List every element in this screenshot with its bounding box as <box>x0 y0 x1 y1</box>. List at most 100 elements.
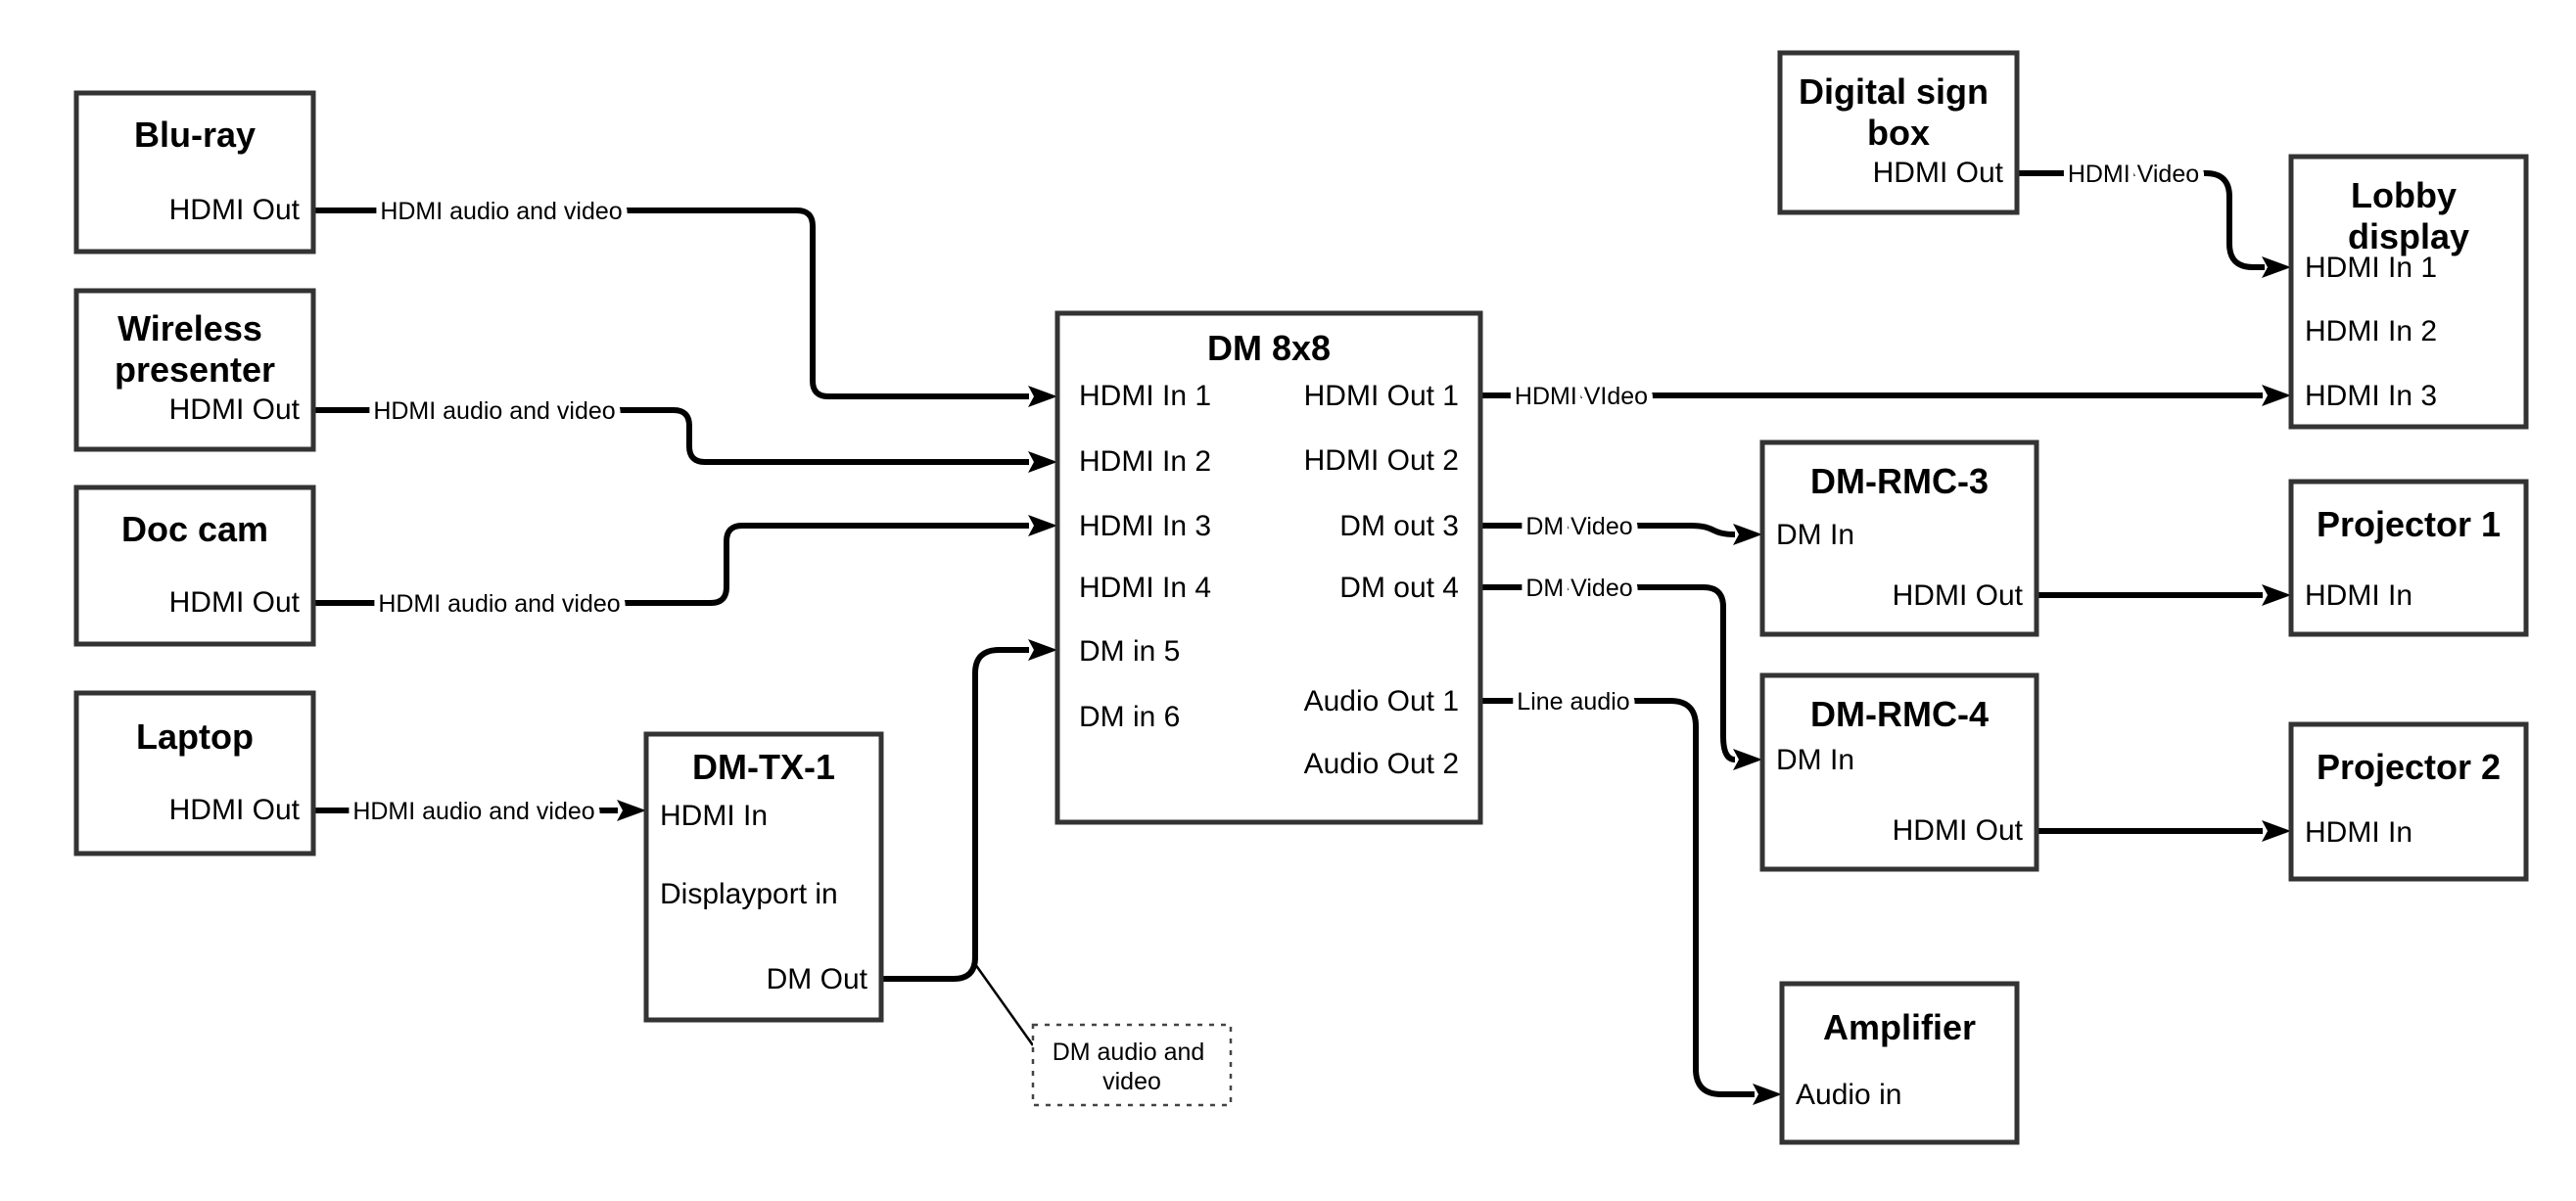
arrowhead <box>1753 1084 1782 1105</box>
port-dm8x8-dm-in-6: DM in 6 <box>1079 701 1180 733</box>
edge-doccam-to-dm8x8-in3 <box>313 523 1029 606</box>
port-lobby-hdmi-in-2: HDMI In 2 <box>2305 315 2437 347</box>
edge-label-dm-video-2: DM Video <box>1525 575 1632 602</box>
node-wireless-title-line2: presenter <box>115 349 275 390</box>
node-dm-tx-1: DM-TX-1 HDMI In Displayport in DM Out <box>643 731 884 1023</box>
node-wireless-title-line1: Wireless <box>117 308 262 348</box>
node-digital-sign-box-box <box>1777 50 2020 215</box>
callout-box <box>1031 1023 1233 1107</box>
port-dm8x8-audio-out-1: Audio Out 1 <box>1304 685 1459 717</box>
arrowhead <box>1733 749 1762 770</box>
node-laptop: Laptop HDMI Out <box>73 690 316 856</box>
edge-dmtx1-to-dm8x8-in5 <box>881 647 1029 982</box>
arrowhead <box>1028 386 1057 407</box>
edge-bluray-to-dm8x8-in1 <box>313 208 1029 399</box>
arrowhead <box>1028 451 1057 473</box>
port-bluray-hdmi-out: HDMI Out <box>169 194 301 226</box>
node-dm-tx-1-title: DM-TX-1 <box>692 747 835 787</box>
edge-label-hdmi-audio-video-3: HDMI audio and video <box>378 590 620 618</box>
port-amplifier-audio-in: Audio in <box>1796 1079 1901 1111</box>
port-dm8x8-dm-out-3: DM out 3 <box>1339 510 1459 542</box>
port-dmrmc3-dm-in: DM In <box>1776 519 1854 551</box>
node-digital-sign-box: Digital sign box HDMI Out <box>1777 50 2020 215</box>
node-dm-rmc-4: DM-RMC-4 DM In HDMI Out <box>1759 672 2039 872</box>
edge-label-hdmi-audio-video-4: HDMI audio and video <box>352 798 594 825</box>
node-dm-rmc-4-box <box>1759 672 2039 872</box>
node-doc-cam-title-line: Doc cam <box>121 509 268 549</box>
node-blu-ray-title-line: Blu-ray <box>134 115 256 155</box>
node-dm-8x8-title-line: DM 8x8 <box>1207 328 1331 368</box>
node-doc-cam-title: Doc cam <box>121 509 268 549</box>
arrowhead <box>2262 820 2291 842</box>
node-projector-1: Projector 1 HDMI In <box>2288 479 2529 637</box>
callout-dm-audio-video: DM audio and video <box>973 963 1233 1107</box>
port-dmtx1-hdmi-in: HDMI In <box>660 800 768 832</box>
node-digital-sign-title-line1: Digital sign <box>1799 71 1989 112</box>
port-dmtx1-displayport-in: Displayport in <box>660 878 838 910</box>
node-dm-8x8-title: DM 8x8 <box>1207 328 1331 368</box>
node-blu-ray-box <box>73 90 316 254</box>
node-projector-2-title-line: Projector 2 <box>2317 747 2501 787</box>
node-digital-sign-title-line2: box <box>1867 113 1930 153</box>
edges <box>313 170 2291 1105</box>
node-digital-sign-box-title: Digital sign box <box>1799 71 1998 153</box>
port-digitalsign-hdmi-out: HDMI Out <box>1873 157 2004 189</box>
port-dm8x8-dm-in-5: DM in 5 <box>1079 635 1180 668</box>
port-dm8x8-hdmi-in-4: HDMI In 4 <box>1079 572 1211 604</box>
port-dmrmc4-dm-in: DM In <box>1776 744 1854 776</box>
arrowhead <box>1028 639 1057 661</box>
port-lobby-hdmi-in-3: HDMI In 3 <box>2305 380 2437 412</box>
callout-text-line1: DM audio and <box>1053 1039 1205 1066</box>
node-laptop-title: Laptop <box>136 716 254 757</box>
node-projector-2-box <box>2288 721 2529 882</box>
node-wireless-presenter-box <box>73 288 316 452</box>
callout-leader-line <box>973 963 1035 1046</box>
node-projector-1-title-line: Projector 1 <box>2317 504 2501 544</box>
port-laptop-hdmi-out: HDMI Out <box>169 794 301 826</box>
edge-dm8x8-out4-to-dmrmc4 <box>1480 584 1736 762</box>
port-dm8x8-dm-out-4: DM out 4 <box>1339 572 1459 604</box>
node-amplifier-title-line: Amplifier <box>1823 1007 1976 1047</box>
node-projector-2-title: Projector 2 <box>2317 747 2501 787</box>
port-dm8x8-hdmi-in-2: HDMI In 2 <box>1079 445 1211 478</box>
port-dmtx1-dm-out: DM Out <box>767 963 868 995</box>
port-dm8x8-audio-out-2: Audio Out 2 <box>1304 748 1459 780</box>
port-wireless-hdmi-out: HDMI Out <box>169 393 301 426</box>
node-laptop-title-line: Laptop <box>136 716 254 757</box>
edge-digitalsign-to-lobby-in1 <box>2017 170 2265 270</box>
node-amplifier-box <box>1779 981 2020 1145</box>
edge-label-dm-video-1: DM Video <box>1525 513 1632 540</box>
port-dm8x8-hdmi-out-1: HDMI Out 1 <box>1304 380 1459 412</box>
node-projector-1-title: Projector 1 <box>2317 504 2501 544</box>
edge-label-line-audio: Line audio <box>1517 688 1629 716</box>
node-lobby-title-line2: display <box>2348 216 2469 256</box>
node-lobby-display-title: Lobby display <box>2348 175 2469 256</box>
node-dm-rmc-4-title: DM-RMC-4 <box>1810 694 1989 734</box>
port-projector1-hdmi-in: HDMI In <box>2305 579 2412 612</box>
edge-dm8x8-audio1-to-amplifier <box>1480 698 1755 1097</box>
port-doccam-hdmi-out: HDMI Out <box>169 586 301 619</box>
edge-label-hdmi-audio-video-2: HDMI audio and video <box>373 397 615 425</box>
edge-label-hdmi-audio-video-1: HDMI audio and video <box>380 198 622 225</box>
edge-dm8x8-out3-to-dmrmc3 <box>1480 523 1736 537</box>
node-wireless-presenter: Wireless presenter HDMI Out <box>73 288 316 452</box>
port-dmrmc4-hdmi-out: HDMI Out <box>1893 814 2024 847</box>
edge-label-hdmi-video-typo: HDMI VIdeo <box>1515 383 1648 410</box>
node-lobby-display-box <box>2288 154 2529 430</box>
arrowhead <box>1733 524 1762 545</box>
node-dm-8x8: DM 8x8 HDMI In 1 HDMI In 2 HDMI In 3 HDM… <box>1054 310 1483 825</box>
port-lobby-hdmi-in-1: HDMI In 1 <box>2305 252 2437 284</box>
port-dmrmc3-hdmi-out: HDMI Out <box>1893 579 2024 612</box>
node-projector-2: Projector 2 HDMI In <box>2288 721 2529 882</box>
arrowhead <box>2262 584 2291 606</box>
node-dm-8x8-box <box>1054 310 1483 825</box>
arrowhead <box>2262 385 2291 406</box>
callout-text: DM audio and video <box>1053 1039 1212 1095</box>
node-dm-rmc-3-title: DM-RMC-3 <box>1810 461 1989 501</box>
arrowhead <box>617 800 646 821</box>
node-projector-1-box <box>2288 479 2529 637</box>
node-amplifier-title: Amplifier <box>1823 1007 1976 1047</box>
node-lobby-title-line1: Lobby <box>2351 175 2457 215</box>
